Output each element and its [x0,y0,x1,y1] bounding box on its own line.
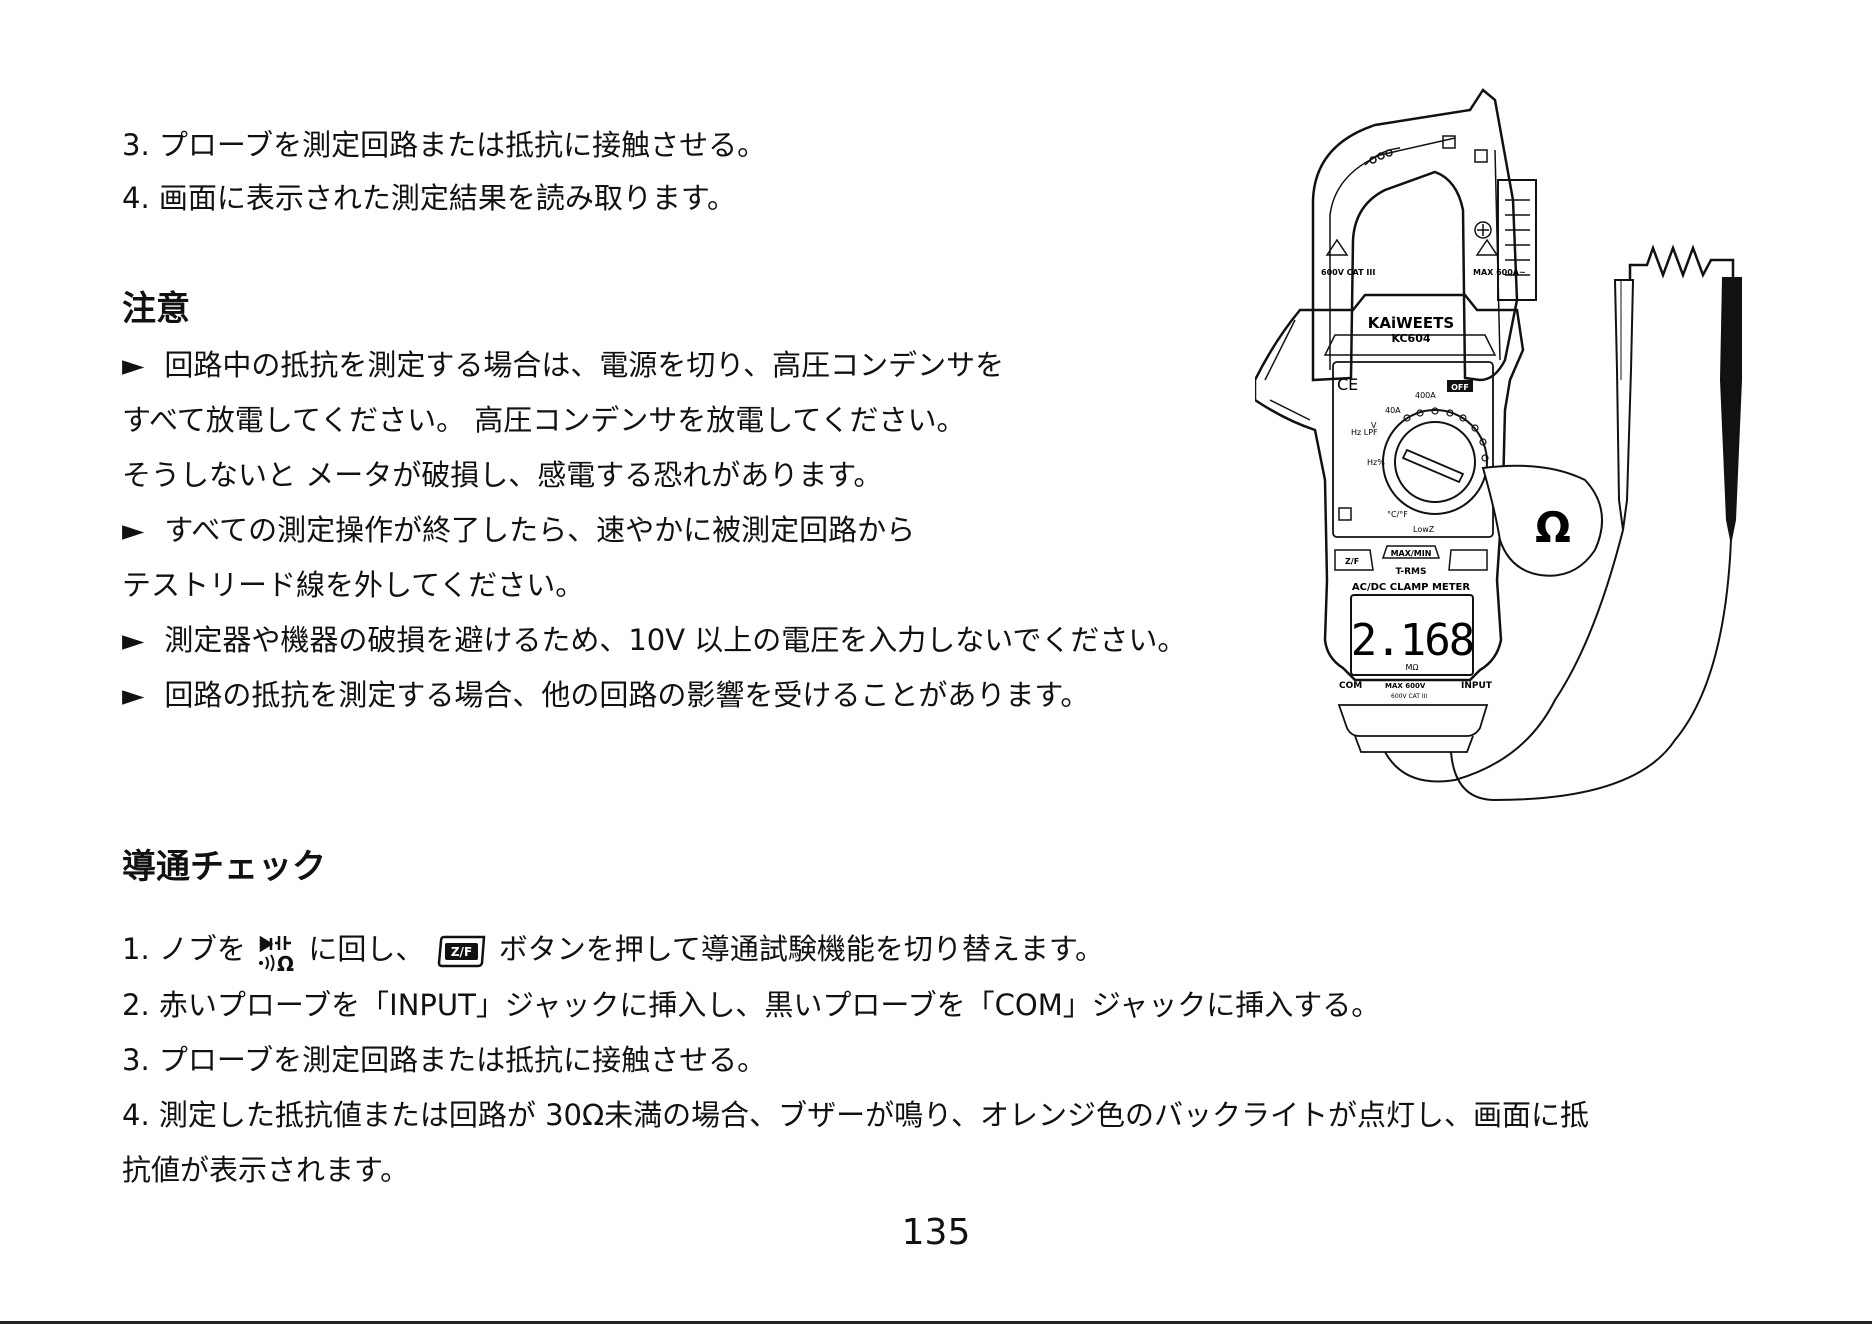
caution-title: 注意 [122,289,190,329]
svg-text:Hz%: Hz% [1367,458,1385,467]
bullet-icon: ► [122,513,145,547]
meter-jaw [1311,88,1519,382]
caution-item-2-cont-1: テストリード線を外してください。 [122,568,585,602]
svg-text:Z/F: Z/F [450,945,471,959]
continuity-step-4-line-1: 4. 測定した抵抗値または回路が 30Ω未満の場合、ブザーが鳴り、オレンジ色のバ… [122,1098,1590,1132]
resistor-icon [1628,244,1735,280]
off-label: OFF [1451,383,1469,392]
red-lead-wire [1450,539,1732,802]
caution-item-3-text: 測定器や機器の破損を避けるため、10V 以上の電圧を入力しないでください。 [164,623,1187,657]
jaw-left-label: 600V CAT III [1321,268,1375,277]
caution-item-1-cont-2: そうしないと メータが破損し、感電する恐れがあります。 [122,458,883,492]
continuity-step-1: 1. ノブを Ω に回し、 Z/F ボタンを押して導通試験機能を切り替えます。 [122,930,1104,972]
svg-text:°C/°F: °C/°F [1387,510,1408,519]
svg-text:CE: CE [1337,375,1358,394]
caution-item-3: ► 測定器や機器の破損を避けるため、10V 以上の電圧を入力しないでください。 [122,621,1186,659]
display-reading: 2.168 [1351,615,1473,666]
caution-item-1: ► 回路中の抵抗を測定する場合は、電源を切り、高圧コンデンサを [122,346,1004,384]
bottom-rule [0,1321,1872,1324]
jaw-right-label: MAX 600A~ [1473,268,1526,277]
meter-body [1255,293,1525,682]
caution-item-2: ► すべての測定操作が終了したら、速やかに被測定回路から [122,511,915,549]
continuity-symbol-icon: Ω [259,935,294,972]
caution-item-2-text: すべての測定操作が終了したら、速やかに被測定回路から [164,513,916,547]
bullet-icon: ► [122,623,145,657]
svg-text:COM: COM [1339,681,1362,691]
continuity-step-3: 3. プローブを測定回路または抵抗に接触させる。 [122,1043,767,1077]
svg-text:MΩ: MΩ [1405,663,1418,672]
meter-model: KC604 [1391,332,1430,345]
meter-brand: KAiWEETS [1368,314,1454,332]
bullet-icon: ► [122,348,145,382]
step1-prefix: 1. ノブを [122,932,246,966]
step1-mid: に回し、 [308,932,425,966]
intro-step-4: 4. 画面に表示された測定結果を読み取ります。 [122,181,736,215]
black-probe [1719,277,1742,541]
continuity-step-4-line-2: 抗値が表示されます。 [122,1153,410,1187]
svg-text:LowZ: LowZ [1413,525,1435,534]
svg-text:V: V [1371,421,1377,430]
svg-text:Z/F: Z/F [1345,557,1359,566]
svg-text:MAX/MIN: MAX/MIN [1391,549,1432,558]
ohm-callout: Ω [1535,503,1571,552]
clamp-meter-illustration: 600V CAT III MAX 600A~ KAiWEETS KC604 CE… [1255,88,1742,802]
caution-item-4: ► 回路の抵抗を測定する場合、他の回路の影響を受けることがあります。 [122,676,1089,714]
red-probe [1613,279,1635,531]
svg-text:MAX 600V: MAX 600V [1385,682,1426,690]
meter-type-label: AC/DC CLAMP METER [1352,582,1470,593]
rotary-dial [1382,409,1488,515]
continuity-step-2: 2. 赤いプローブを「INPUT」ジャックに挿入し、黒いプローブを「COM」ジャ… [122,988,1381,1022]
svg-text:400A: 400A [1415,391,1436,400]
svg-text:Hz LPF: Hz LPF [1351,428,1378,437]
continuity-title: 導通チェック [122,847,326,887]
intro-step-3: 3. プローブを測定回路または抵抗に接触させる。 [122,128,767,162]
step1-suffix: ボタンを押して導通試験機能を切り替えます。 [498,932,1105,966]
svg-text:T-RMS: T-RMS [1396,567,1427,577]
caution-item-1-cont-1: すべて放電してください。 高圧コンデンサを放電してください。 [122,403,966,437]
svg-text:40A: 40A [1385,406,1401,415]
black-lead-wire [1384,529,1624,783]
svg-text:Ω: Ω [277,952,294,972]
svg-text:600V CAT III: 600V CAT III [1391,693,1427,700]
bullet-icon: ► [122,678,145,712]
svg-text:INPUT: INPUT [1461,681,1493,691]
meter-display [1350,594,1474,676]
page-number: 135 [901,1212,971,1253]
caution-item-4-text: 回路の抵抗を測定する場合、他の回路の影響を受けることがあります。 [164,678,1090,712]
caution-item-1-text: 回路中の抵抗を測定する場合は、電源を切り、高圧コンデンサを [164,348,1005,382]
zf-button-icon: Z/F [437,935,485,968]
